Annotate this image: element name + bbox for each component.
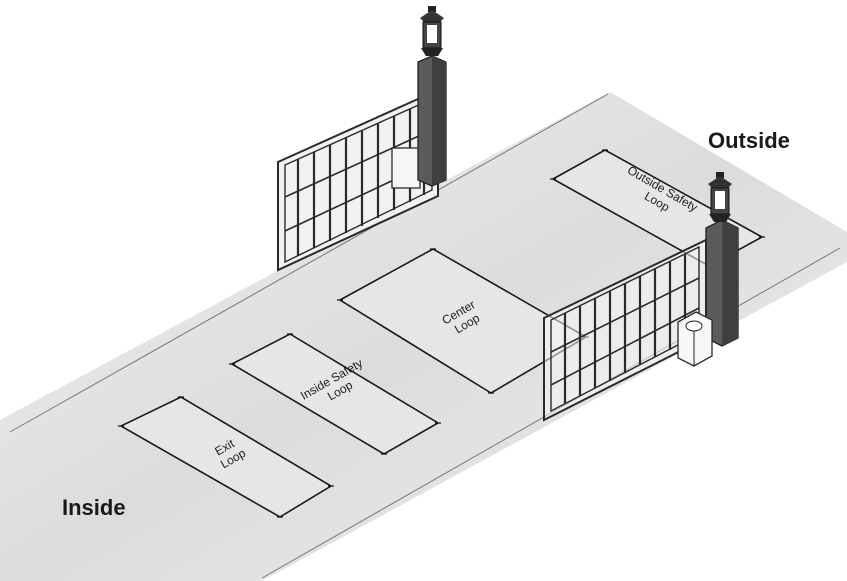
inside-safety-loop: Inside Safety Loop	[229, 333, 441, 455]
back-pillar	[417, 55, 447, 187]
driveway-edge-top	[9, 93, 609, 433]
front-gate-operator	[677, 311, 713, 367]
front-lamp-icon	[708, 172, 732, 222]
front-pillar	[705, 219, 739, 347]
back-lamp-icon	[420, 6, 444, 56]
front-gate	[543, 238, 707, 422]
inside-label: Inside	[62, 495, 126, 520]
back-gate-operator	[391, 147, 421, 189]
outside-label: Outside	[708, 128, 790, 153]
exit-loop: Exit Loop	[118, 396, 334, 518]
